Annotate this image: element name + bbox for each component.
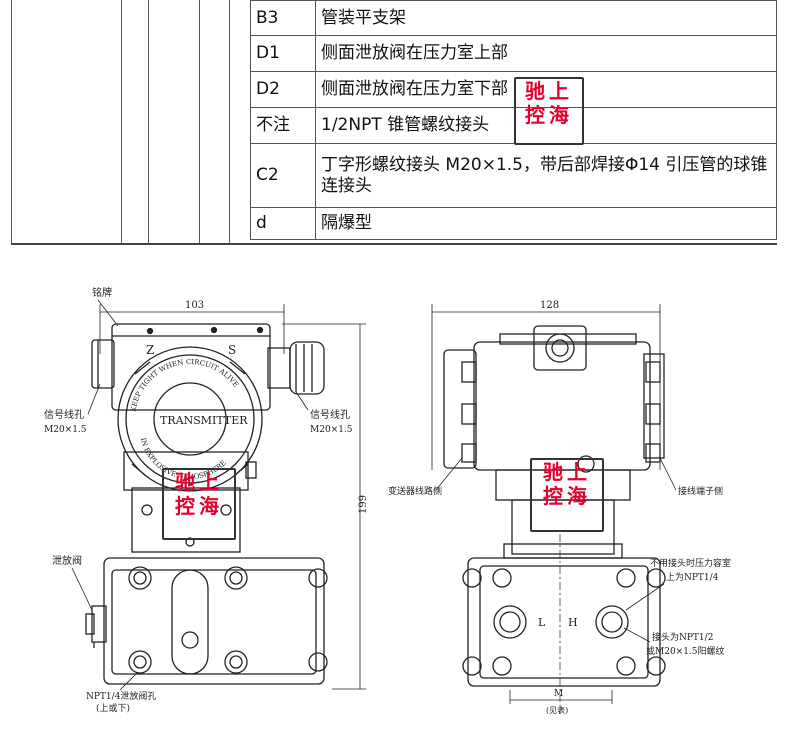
unused-port-note: 不用接头时压力容室 — [650, 557, 731, 569]
watermark-line: 控海 — [525, 103, 573, 127]
option-description: 管装平支架 — [315, 0, 777, 36]
circuit-side-label: 变送器线路侧 — [388, 485, 442, 497]
watermark-line: 驰上 — [525, 79, 573, 103]
cap-text: TRANSMITTER — [160, 414, 248, 427]
signal-hole-right-size: M20×1.5 — [310, 425, 353, 435]
option-description: 丁字形螺纹接头 M20×1.5，带后部焊接Φ14 引压管的球锥连接头 — [315, 143, 777, 208]
drain-valve-label: 泄放阀 — [52, 554, 82, 567]
option-code: B3 — [250, 0, 316, 36]
drain-hole-note: (上或下) — [96, 702, 130, 714]
option-code: D2 — [250, 71, 316, 108]
signal-hole-left-label: 信号线孔 — [44, 408, 84, 421]
side-view: 128 变送器线路侧 接线端子侧 L H — [388, 300, 731, 715]
signal-hole-right-label: 信号线孔 — [310, 408, 350, 421]
table-row: B3 管装平支架 — [250, 0, 777, 36]
option-code: 不注 — [250, 107, 316, 144]
option-code: D1 — [250, 35, 316, 72]
dimension-drawing: 铭牌 103 Z S TRANSMITTER KEEP TIGHT W — [44, 286, 731, 715]
front-height-dim: 199 — [358, 495, 369, 514]
side-width-dim: 128 — [540, 300, 559, 311]
watermark-stamp: 驰上 控海 — [162, 468, 236, 540]
table-row: C2 丁字形螺纹接头 M20×1.5，带后部焊接Φ14 引压管的球锥连接头 — [250, 143, 777, 208]
table-column-divider — [121, 0, 122, 244]
watermark-stamp: 驰上 控海 — [514, 77, 584, 145]
watermark-line: 驰上 — [175, 470, 223, 494]
table-column-divider — [199, 0, 200, 244]
watermark-stamp: 驰上 控海 — [530, 458, 604, 532]
option-description: 侧面泄放阀在压力室上部 — [315, 35, 777, 72]
z-label: Z — [146, 343, 154, 357]
m-dim-note: (见表) — [546, 705, 568, 715]
h-port-label: H — [568, 616, 578, 629]
port-note: 接头为NPT1/2 — [652, 631, 713, 643]
spec-table — [11, 0, 776, 244]
table-row: D1 侧面泄放阀在压力室上部 — [250, 35, 777, 72]
option-table: B3 管装平支架 D1 侧面泄放阀在压力室上部 D2 侧面泄放阀在压力室下部 不… — [250, 0, 777, 240]
watermark-line: 控海 — [175, 494, 223, 518]
option-code: C2 — [250, 143, 316, 208]
table-row: 不注 1/2NPT 锥管螺纹接头 — [250, 107, 777, 144]
terminal-side-label: 接线端子侧 — [678, 485, 723, 497]
s-label: S — [228, 343, 236, 357]
front-width-dim: 103 — [185, 300, 204, 311]
table-column-divider — [229, 0, 230, 244]
m-dim: M — [554, 689, 563, 699]
unused-port-note-2: 上为NPT1/4 — [666, 571, 719, 583]
signal-hole-left-size: M20×1.5 — [44, 425, 87, 435]
table-row: d 隔爆型 — [250, 207, 777, 240]
port-note-2: 或M20×1.5阳螺纹 — [646, 645, 725, 657]
table-bottom-border — [11, 243, 777, 245]
option-description: 隔爆型 — [315, 207, 777, 240]
option-code: d — [250, 207, 316, 240]
watermark-line: 驰上 — [543, 460, 591, 484]
option-description: 1/2NPT 锥管螺纹接头 — [315, 107, 777, 144]
drain-hole-label: NPT1/4泄放阀孔 — [86, 690, 156, 702]
table-border-left — [11, 0, 12, 244]
nameplate-label: 铭牌 — [92, 286, 112, 299]
table-column-divider — [148, 0, 149, 244]
l-port-label: L — [538, 616, 546, 629]
watermark-line: 控海 — [543, 484, 591, 508]
